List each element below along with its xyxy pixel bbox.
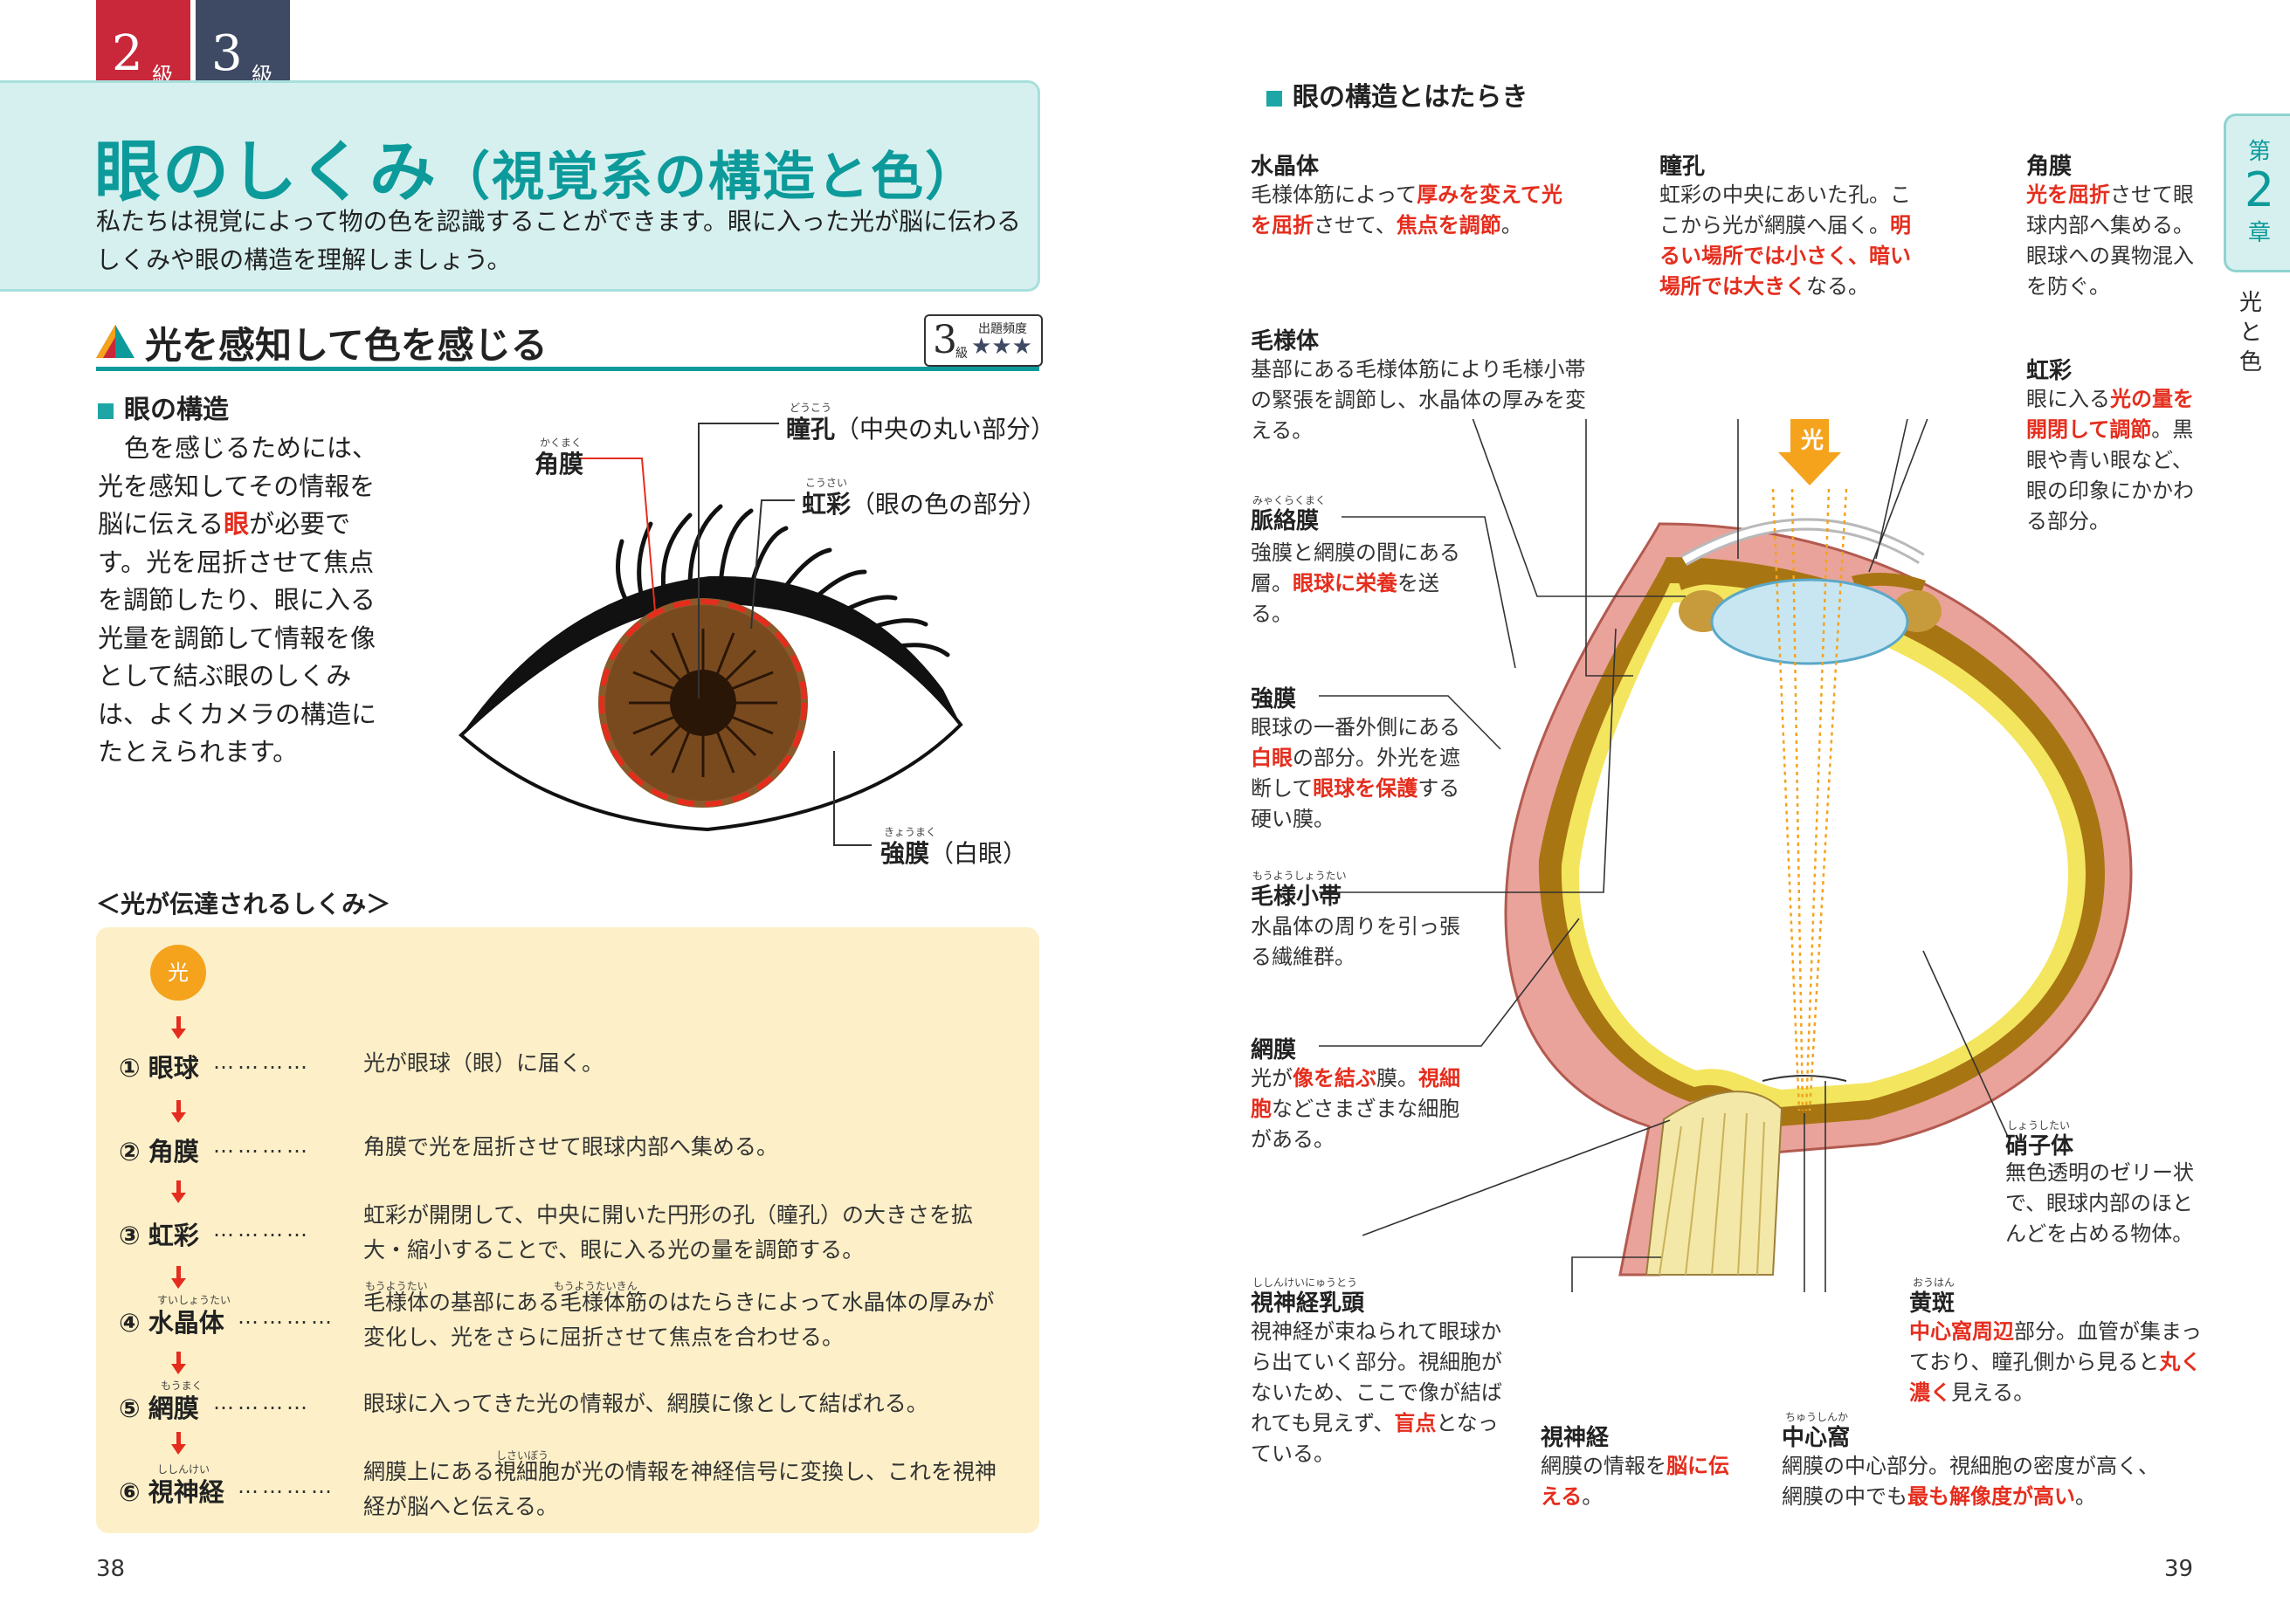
flow-dots: ………… <box>238 1474 335 1498</box>
flow-step-4-desc: 毛様体の基部にある毛様体筋のはたらきによって水晶体の厚みが変化し、光をさらに屈折… <box>363 1290 995 1350</box>
flow-step-6-desc-ruby: しさいぼう <box>496 1449 549 1462</box>
flow-step-6-ruby: ししんけい <box>157 1463 210 1476</box>
choroid-ruby: みゃくらくまく <box>1252 494 1327 506</box>
eye-illustration <box>459 423 963 846</box>
title-box <box>0 80 1040 292</box>
macula-desc: 中心窩周辺部分。血管が集まっており、瞳孔側から見ると丸く濃く見える。 <box>1909 1319 2203 1405</box>
flow-step-1: ① 眼球 <box>119 1053 199 1083</box>
fovea-name: 中心窩 <box>1782 1425 1851 1451</box>
flow-step-5-ruby: もうまく <box>161 1380 203 1392</box>
cornea-label: 角膜 <box>535 450 584 478</box>
retina-name: 網膜 <box>1251 1037 1297 1063</box>
macula-ruby: おうはん <box>1913 1276 1955 1289</box>
flow-step-4: ④ 水晶体 <box>119 1308 224 1338</box>
intro-text: 私たちは視覚によって物の色を認識することができます。眼に入った光が脳に伝わるしく… <box>96 207 1021 274</box>
flow-step-5: ⑤ 網膜 <box>119 1393 199 1423</box>
zonule-desc: 水晶体の周りを引っ張る繊維群。 <box>1251 914 1460 969</box>
sclera-name: 強膜 <box>1251 686 1297 712</box>
optic-nerve-desc: 網膜の情報を脳に伝える。 <box>1541 1454 1729 1509</box>
right-heading: 眼の構造とはたらき <box>1266 75 1528 114</box>
square-bullet-icon <box>98 403 114 419</box>
frequency-badge: 3 級 出題頻度 ★★★ <box>924 314 1043 367</box>
sclera-ruby: きょうまく <box>884 826 937 838</box>
lens-desc: 毛様体筋によって厚みを変えて光を屈折させて、焦点を調節。 <box>1251 182 1562 237</box>
flow-heading: ＜光が伝達されるしくみ＞ <box>96 890 391 919</box>
iris-name: 虹彩 <box>2026 358 2073 384</box>
flow-step-6-desc: 網膜上にある視細胞が光の情報を神経信号に変換し、これを視神経が脳へと伝える。 <box>363 1459 997 1519</box>
retina-desc: 光が像を結ぶ膜。視細胞などさまざまな細胞がある。 <box>1251 1066 1460 1152</box>
flow-dots: ………… <box>213 1049 311 1074</box>
optic-disc-ruby: ししんけいにゅうとう <box>1252 1276 1358 1289</box>
flow-step-3: ③ 虹彩 <box>119 1221 199 1250</box>
choroid-name: 脈絡膜 <box>1251 508 1320 534</box>
chapter-title: 光と色 <box>2239 290 2263 375</box>
section-heading-icon <box>96 325 135 358</box>
section-heading: 光を感知して色を感じる <box>145 324 548 367</box>
flow-step-3-desc: 虹彩が開閉して、中央に開いた円形の孔（瞳孔）の大きさを拡大・縮小することで、眼に… <box>363 1202 974 1263</box>
cornea-ruby: かくまく <box>540 437 583 449</box>
ciliary-body-desc: 基部にある毛様体筋により毛様小帯の緊張を調節し、水晶体の厚みを変える。 <box>1251 357 1586 443</box>
vitreous-ruby: しょうしたい <box>2007 1119 2071 1132</box>
flow-step-4-desc-ruby: もうようたい <box>365 1280 428 1292</box>
cornea-name: 角膜 <box>2026 154 2073 180</box>
flow-dots: ………… <box>213 1133 311 1158</box>
square-bullet-icon <box>1266 90 1282 107</box>
macula-name: 黄斑 <box>1909 1290 1955 1317</box>
iris-ruby: こうさい <box>805 477 848 489</box>
flow-step-5-desc: 眼球に入ってきた光の情報が、網膜に像として結ばれる。 <box>363 1391 928 1416</box>
pupil-ruby: どうこう <box>790 402 832 414</box>
lens-name: 水晶体 <box>1251 154 1320 180</box>
zonule-ruby: もうようしょうたい <box>1252 870 1347 882</box>
flow-step-4-desc-ruby: もうようたいきん <box>554 1280 638 1292</box>
fovea-desc: 網膜の中心部分。視細胞の密度が高く、網膜の中でも最も解像度が高い。 <box>1782 1454 2159 1509</box>
pupil-label: 瞳孔（中央の丸い部分） <box>786 415 1056 444</box>
vitreous-name: 硝子体 <box>2005 1133 2074 1160</box>
page-number-right: 39 <box>2164 1556 2194 1582</box>
eyeball-cross-section <box>1319 419 2133 1292</box>
flow-step-6: ⑥ 視神経 <box>119 1477 224 1507</box>
iris-label: 虹彩（眼の色の部分） <box>802 490 1047 519</box>
optic-nerve-name: 視神経 <box>1541 1425 1610 1451</box>
light-label: 光 <box>1801 428 1824 454</box>
flow-step-2-desc: 角膜で光を屈折させて眼球内部へ集める。 <box>363 1134 779 1160</box>
pupil-name: 瞳孔 <box>1659 154 1706 180</box>
sclera-desc: 眼球の一番外側にある白眼の部分。外光を遮断して眼球を保護する硬い膜。 <box>1251 715 1460 831</box>
flow-step-2: ② 角膜 <box>119 1137 199 1166</box>
flow-dots: ………… <box>213 1217 311 1242</box>
fovea-ruby: ちゅうしんか <box>1785 1411 1849 1423</box>
page-title: 眼のしくみ（視覚系の構造と色） <box>94 133 980 210</box>
iris-desc: 眼に入る光の量を開閉して調節。黒眼や青い眼など、眼の印象にかかわる部分。 <box>2026 387 2194 533</box>
eye-structure-text: 色を感じるためには、光を感知してその情報を脳に伝える眼が必要です。光を屈折させて… <box>98 433 378 767</box>
cornea-desc: 光を屈折させて眼球内部へ集める。眼球への異物混入を防ぐ。 <box>2026 182 2194 299</box>
flow-arrows <box>171 1016 186 1455</box>
page-number-left: 38 <box>96 1556 126 1582</box>
section-underline <box>96 367 1039 371</box>
flow-dots: ………… <box>238 1304 335 1329</box>
light-start-circle: 光 <box>150 945 206 1001</box>
zonule-name: 毛様小帯 <box>1251 884 1342 910</box>
ciliary-body-name: 毛様体 <box>1251 328 1320 354</box>
eye-structure-heading: 眼の構造 <box>98 388 229 426</box>
pupil-desc: 虹彩の中央にあいた孔。ここから光が網膜へ届く。明るい場所では小さく、暗い場所では… <box>1659 182 1911 299</box>
optic-disc-name: 視神経乳頭 <box>1251 1290 1365 1317</box>
flow-dots: ………… <box>213 1390 311 1414</box>
choroid-desc: 強膜と網膜の間にある層。眼球に栄養を送る。 <box>1251 540 1460 626</box>
chapter-tab: 第 2 章 <box>2224 114 2290 272</box>
sclera-label: 強膜（白眼） <box>880 839 1028 868</box>
optic-disc-desc: 視神経が束ねられて眼球から出ていく部分。視細胞がないため、ここで像が結ばれても見… <box>1251 1319 1502 1466</box>
flow-step-4-ruby: すいしょうたい <box>157 1294 231 1306</box>
light-transmission-panel <box>96 927 1039 1533</box>
vitreous-desc: 無色透明のゼリー状で、眼球内部のほとんどを占める物体。 <box>2005 1160 2194 1246</box>
flow-step-1-desc: 光が眼球（眼）に届く。 <box>363 1050 604 1076</box>
